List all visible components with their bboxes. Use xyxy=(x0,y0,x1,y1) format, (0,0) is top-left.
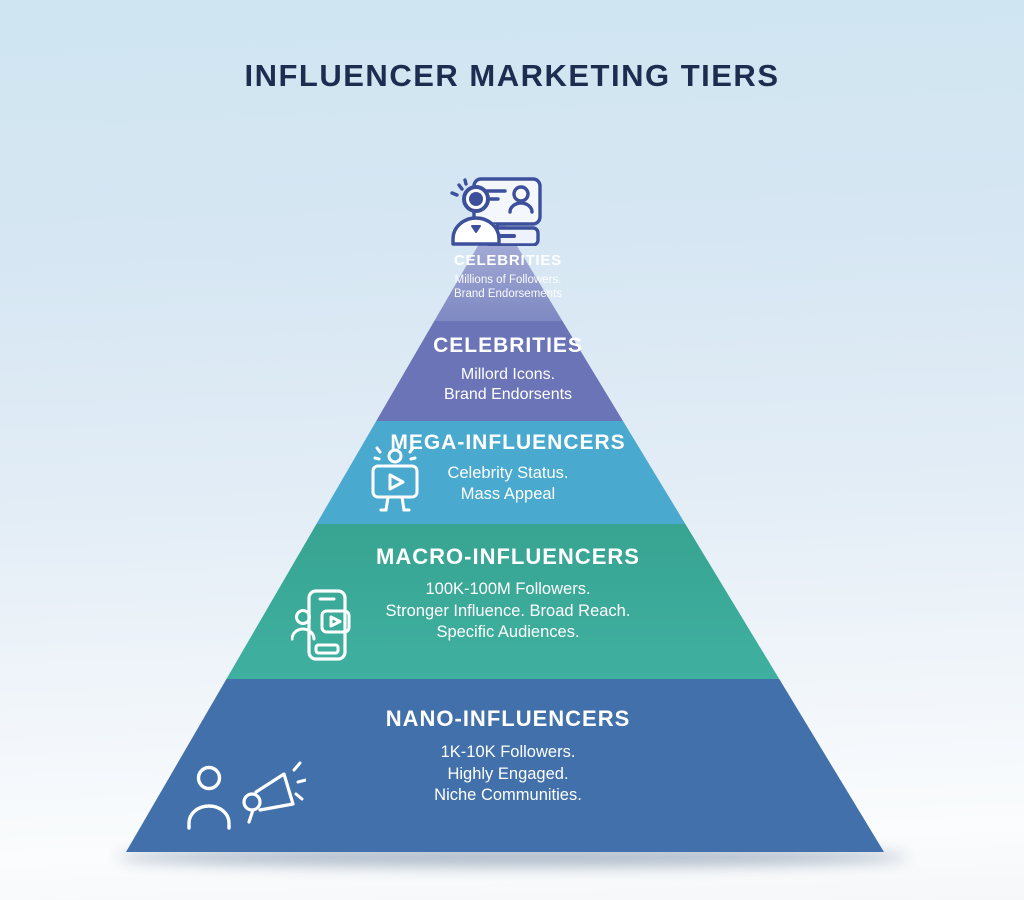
tier-line: Stronger Influence. Broad Reach. xyxy=(385,601,631,620)
tier-line: Brand Endorsements xyxy=(453,288,563,300)
tier-label-nano-influencers: NANO-INFLUENCERS 1K-10K Followers. Highl… xyxy=(386,706,631,807)
tier-label-mega-influencers: MEGA-INFLUENCERS Celebrity Status. Mass … xyxy=(390,431,625,505)
tier-line: Millions of Followers. xyxy=(454,274,562,286)
tier-label-celebrities: CELEBRITIES Millord Icons. Brand Endorse… xyxy=(433,334,583,405)
tier-line: 1K-10K Followers. xyxy=(440,743,576,761)
tier-title: CELEBRITIES xyxy=(454,252,562,269)
person-megaphone-icon xyxy=(187,761,306,830)
tier-label-macro-influencers: MACRO-INFLUENCERS 100K-100M Followers. S… xyxy=(376,544,640,644)
tier-title: CELEBRITIES xyxy=(433,334,583,357)
tier-label-celebrities-apex: CELEBRITIES Millions of Followers. Brand… xyxy=(454,252,562,301)
tier-line: 100K-100M Followers. xyxy=(425,580,591,598)
tier-line: Mass Appeal xyxy=(460,485,556,503)
tier-title: NANO-INFLUENCERS xyxy=(385,706,631,731)
tier-line: Millord Icons. xyxy=(460,366,556,383)
spokesperson-profile-card-icon xyxy=(450,177,542,246)
tier-line: Specific Audiences. xyxy=(436,623,580,641)
tier-title: MACRO-INFLUENCERS xyxy=(376,544,640,569)
tier-title: MEGA-INFLUENCERS xyxy=(390,431,626,454)
phone-video-user-icon xyxy=(291,589,351,661)
tier-line: Brand Endorsents xyxy=(443,386,573,403)
tier-line: Celebrity Status. xyxy=(447,464,569,482)
presenter-video-board-icon xyxy=(371,446,419,512)
tier-line: Niche Communities. xyxy=(434,786,582,804)
tier-line: Highly Engaged. xyxy=(447,764,569,783)
tier-band-nano-influencers xyxy=(126,679,884,852)
page-title: INFLUENCER MARKETING TIERS xyxy=(244,58,780,93)
